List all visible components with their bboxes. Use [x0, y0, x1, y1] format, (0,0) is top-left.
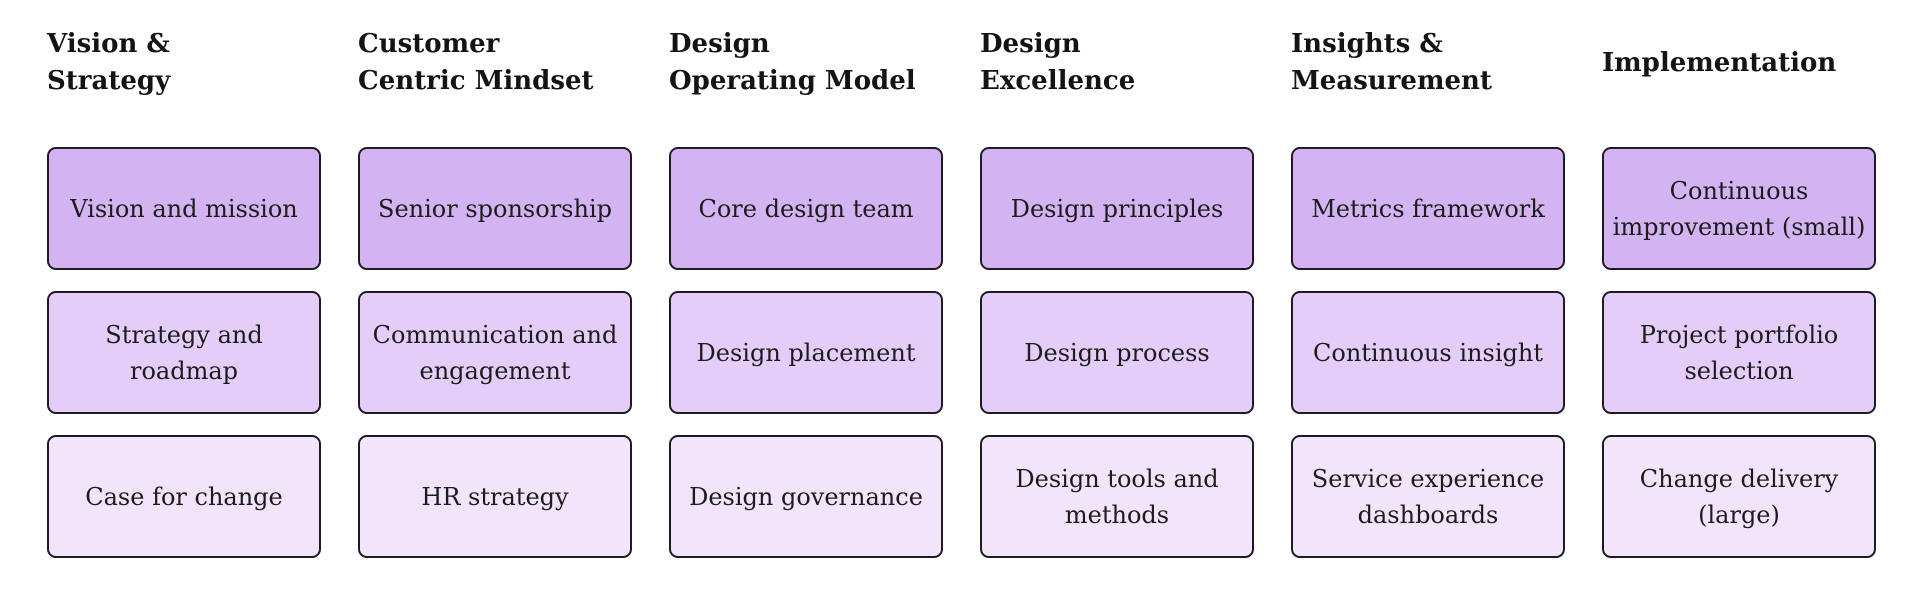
card-vision-and-mission: Vision and mission [47, 147, 321, 270]
card-stack: Continuous improvement (small) Project p… [1602, 147, 1876, 558]
card-hr-strategy: HR strategy [358, 435, 632, 558]
framework-grid: Vision & Strategy Vision and mission Str… [47, 26, 1876, 558]
card-stack: Core design team Design placement Design… [669, 147, 943, 558]
column-title: Implementation [1602, 47, 1837, 78]
card-case-for-change: Case for change [47, 435, 321, 558]
column-title: Design Excellence [980, 29, 1136, 96]
card-design-tools-and-methods: Design tools and methods [980, 435, 1254, 558]
card-continuous-improvement: Continuous improvement (small) [1602, 147, 1876, 270]
card-strategy-and-roadmap: Strategy and roadmap [47, 291, 321, 414]
card-service-experience-dashboards: Service experience dashboards [1291, 435, 1565, 558]
column-insights-measurement: Insights & Measurement Metrics framework… [1291, 26, 1565, 558]
column-design-operating-model: Design Operating Model Core design team … [669, 26, 943, 558]
card-communication-and-engagement: Communication and engagement [358, 291, 632, 414]
card-stack: Metrics framework Continuous insight Ser… [1291, 147, 1565, 558]
column-implementation: Implementation Continuous improvement (s… [1602, 26, 1876, 558]
card-project-portfolio-selection: Project portfolio selection [1602, 291, 1876, 414]
column-title: Design Operating Model [669, 29, 916, 96]
card-metrics-framework: Metrics framework [1291, 147, 1565, 270]
column-customer-centric-mindset: Customer Centric Mindset Senior sponsors… [358, 26, 632, 558]
card-senior-sponsorship: Senior sponsorship [358, 147, 632, 270]
card-design-principles: Design principles [980, 147, 1254, 270]
card-stack: Senior sponsorship Communication and eng… [358, 147, 632, 558]
card-change-delivery: Change delivery (large) [1602, 435, 1876, 558]
column-title: Insights & Measurement [1291, 29, 1492, 96]
column-vision-strategy: Vision & Strategy Vision and mission Str… [47, 26, 321, 558]
column-title: Customer Centric Mindset [358, 29, 594, 96]
card-core-design-team: Core design team [669, 147, 943, 270]
column-title: Vision & Strategy [47, 29, 171, 96]
card-design-placement: Design placement [669, 291, 943, 414]
card-stack: Design principles Design process Design … [980, 147, 1254, 558]
card-design-governance: Design governance [669, 435, 943, 558]
column-design-excellence: Design Excellence Design principles Desi… [980, 26, 1254, 558]
card-stack: Vision and mission Strategy and roadmap … [47, 147, 321, 558]
card-continuous-insight: Continuous insight [1291, 291, 1565, 414]
card-design-process: Design process [980, 291, 1254, 414]
